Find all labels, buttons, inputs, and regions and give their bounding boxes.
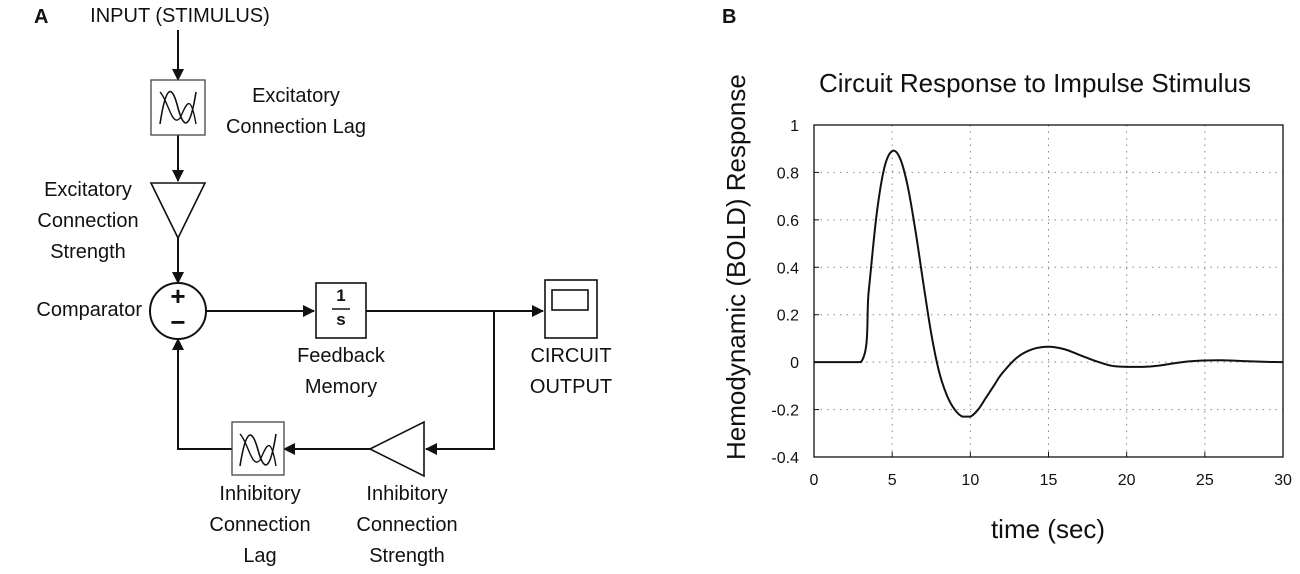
y-tick-label: 0 [790,355,799,372]
y-tick-label: -0.4 [771,450,799,467]
x-tick-label: 10 [961,472,979,489]
chart-title: Circuit Response to Impulse Stimulus [818,68,1252,98]
inhibitory-lag-block [231,421,285,476]
excitatory-strength-label-line1: Excitatory [44,179,132,201]
circuit-output-label: CIRCUIT OUTPUT [511,341,631,403]
x-tick-label: 15 [1040,472,1058,489]
excitatory-lag-block [150,79,206,136]
excitatory-strength-label: Excitatory Connection Strength [18,175,158,268]
y-tick-label: 0.2 [777,308,799,325]
y-tick-label: 1 [790,118,799,135]
inhibitory-strength-label: Inhibitory Connection Strength [337,479,477,572]
y-tick-label: 0.4 [777,260,799,277]
integrator-block [315,282,367,339]
inhibitory-gain-triangle [368,420,425,478]
panel-a-letter: A [34,6,49,28]
inhibitory-lag-label-line2: Connection [209,514,311,536]
excitatory-strength-label-line2: Connection [37,210,139,232]
x-tick-label: 30 [1274,472,1292,489]
y-tick-label: -0.2 [771,403,799,420]
inhibitory-lag-label-line1: Inhibitory [219,483,301,505]
inhibitory-lag-label-line3: Lag [243,545,277,567]
integrator-denominator: s [336,310,346,329]
circuit-output-label-line1: CIRCUIT [530,345,612,367]
y-tick-label: 0.8 [777,165,799,182]
feedback-branch-line [425,311,495,455]
inhib-lag-to-comparator-arrow [172,338,232,450]
x-tick-label: 20 [1118,472,1136,489]
comparator-plus-sign: + [170,281,186,311]
x-tick-label: 0 [810,472,819,489]
inhibitory-lag-label: Inhibitory Connection Lag [190,479,330,572]
y-tick-label: 0.6 [777,213,799,230]
plot-frame [813,124,1284,458]
excitatory-strength-label-line3: Strength [50,241,126,263]
comparator-minus-sign: − [170,307,186,337]
feedback-memory-label-line1: Feedback [297,345,385,367]
excitatory-gain-triangle [149,182,207,240]
excitatory-lag-label: Excitatory Connection Lag [206,81,386,143]
input-label: INPUT (STIMULUS) [90,5,270,27]
panel-b-letter: B [722,6,737,28]
scope-output-block [544,279,598,339]
chart-xlabel: time (sec) [990,514,1106,544]
excitatory-lag-label-line1: Excitatory [252,85,340,107]
comparator-circle [149,282,207,340]
x-tick-label: 5 [888,472,897,489]
inhibitory-strength-label-line2: Connection [356,514,458,536]
response-series-line [814,149,1284,418]
x-tick-label: 25 [1196,472,1214,489]
circuit-output-label-line2: OUTPUT [529,376,613,398]
feedback-memory-label: Feedback Memory [271,341,411,403]
excitatory-lag-label-line2: Connection Lag [225,116,367,138]
inhibitory-strength-label-line1: Inhibitory [366,483,448,505]
inhibitory-strength-label-line3: Strength [369,545,445,567]
integrator-numerator: 1 [336,286,346,305]
feedback-memory-label-line2: Memory [304,376,378,398]
comparator-label: Comparator [36,299,142,321]
